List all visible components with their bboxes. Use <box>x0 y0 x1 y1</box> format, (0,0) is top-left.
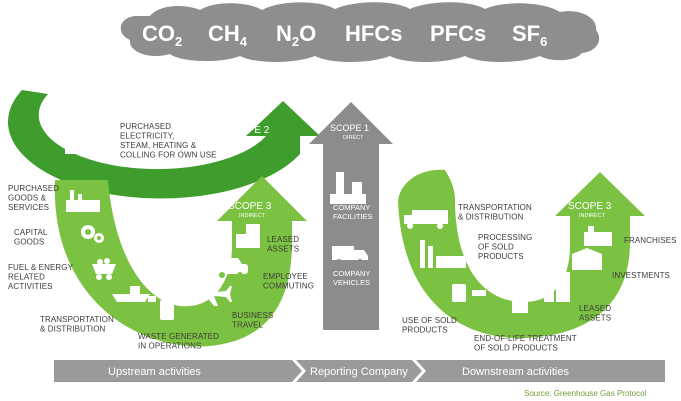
label-line: ASSETS <box>267 245 299 254</box>
label-line: GOODS <box>14 238 44 247</box>
label-line: USE OF SOLD <box>402 316 457 325</box>
label-line: ASSETS <box>579 314 611 323</box>
activity-bar: Upstream activities Reporting Company Do… <box>54 360 665 382</box>
gas-4: HFCs <box>345 21 402 46</box>
gas-2: CH4 <box>208 21 248 49</box>
gears-icon <box>81 225 104 243</box>
label-line: BUSINESS <box>232 311 273 320</box>
downstream-transport-label: TRANSPORTATION& DISTRIBUTION <box>458 203 532 222</box>
scope1-arrow <box>309 102 393 330</box>
label-line: & DISTRIBUTION <box>40 325 106 334</box>
label-line: GOODS & <box>8 194 47 203</box>
upstream-transport-label: TRANSPORTATION& DISTRIBUTION <box>40 315 114 334</box>
scope3-upstream-type: INDIRECT <box>239 213 266 219</box>
scope1-title: SCOPE 1 <box>330 123 369 133</box>
label-line: EMPLOYEE <box>263 272 308 281</box>
label-line: PURCHASED <box>8 184 59 193</box>
label-line: COMPANY <box>333 269 370 278</box>
label-line: RELATED <box>8 273 45 282</box>
reporting-company-label: Reporting Company <box>310 366 408 378</box>
source-note: Source: Greenhouse Gas Protocol <box>524 389 647 398</box>
building-icon <box>236 224 260 248</box>
trash-bin-icon <box>510 290 530 313</box>
label-line: VEHICLES <box>333 278 370 287</box>
gas-1: CO2 <box>142 21 182 49</box>
label-line: OF SOLD PRODUCTS <box>474 344 558 353</box>
leased-building-icon <box>544 272 570 302</box>
investments-label: INVESTMENTS <box>612 271 670 280</box>
label-line: INVESTMENTS <box>612 271 670 280</box>
label-line: OF SOLD <box>478 243 514 252</box>
label-line: COLLING FOR OWN USE <box>120 151 217 160</box>
factory-goods-icon <box>66 190 100 212</box>
scope2-arc <box>7 90 321 199</box>
label-line: LEASED <box>579 304 611 313</box>
label-line: PROCESSING <box>478 233 532 242</box>
scope3-upstream-title: SCOPE 3 <box>228 201 272 212</box>
label-line: PURCHASED <box>120 122 171 131</box>
scope3-downstream-type: INDIRECT <box>579 213 606 219</box>
label-line: SERVICES <box>8 203 49 212</box>
label-line: PRODUCTS <box>402 326 448 335</box>
plug-icon <box>452 284 486 302</box>
label-line: CAPITAL <box>14 228 48 237</box>
gas-cloud: CO2 CH4 N2O HFCs PFCs SF6 <box>120 2 600 62</box>
label-line: ACTIVITIES <box>8 282 53 291</box>
label-line: & DISTRIBUTION <box>458 213 524 222</box>
delivery-truck-icon <box>404 210 448 229</box>
waste-icon <box>148 296 174 320</box>
mining-cart-icon <box>92 258 116 280</box>
gas-5: PFCs <box>430 21 486 46</box>
label-line: END-OF-LIFE TREATMENT <box>474 334 577 343</box>
franchises-label: FRANCHISES <box>624 236 677 245</box>
gas-6: SF6 <box>512 21 547 49</box>
franchise-icon <box>584 226 612 246</box>
airplane-icon <box>192 282 232 306</box>
truck-icon <box>332 246 368 265</box>
label-line: WASTE GENERATED <box>138 332 219 341</box>
scope3-downstream-title: SCOPE 3 <box>568 201 612 212</box>
processing-plant-icon <box>420 240 466 268</box>
label-line: STEAM, HEATING & <box>120 141 197 150</box>
scope2-type: INDIRECT <box>237 137 264 143</box>
label-line: ELECTRICITY, <box>120 132 174 141</box>
label-line: TRANSPORTATION <box>458 203 532 212</box>
scope3-upstream-arc <box>54 176 308 347</box>
label-line: FUEL & ENERGY <box>8 263 74 272</box>
scope2-title: SCOPE 2 <box>226 125 270 136</box>
downstream-activities-label: Downstream activities <box>462 366 569 378</box>
ship-icon <box>112 286 150 302</box>
label-line: IN OPERATIONS <box>138 342 201 351</box>
factory-icon <box>65 126 101 154</box>
refinery-icon <box>330 172 366 204</box>
scope1-type: DIRECT <box>343 135 364 141</box>
storefront-icon <box>572 248 602 270</box>
car-icon <box>214 258 248 278</box>
label-line: TRANSPORTATION <box>40 315 114 324</box>
label-line: COMMUTING <box>263 282 314 291</box>
gas-3: N2O <box>276 21 316 49</box>
label-line: COMPANY <box>333 203 370 212</box>
label-line: PRODUCTS <box>478 252 524 261</box>
label-line: FRANCHISES <box>624 236 677 245</box>
label-line: FACILITIES <box>333 212 373 221</box>
upstream-activities-label: Upstream activities <box>108 366 201 378</box>
label-line: LEASED <box>267 235 299 244</box>
label-line: TRAVEL <box>232 321 264 330</box>
